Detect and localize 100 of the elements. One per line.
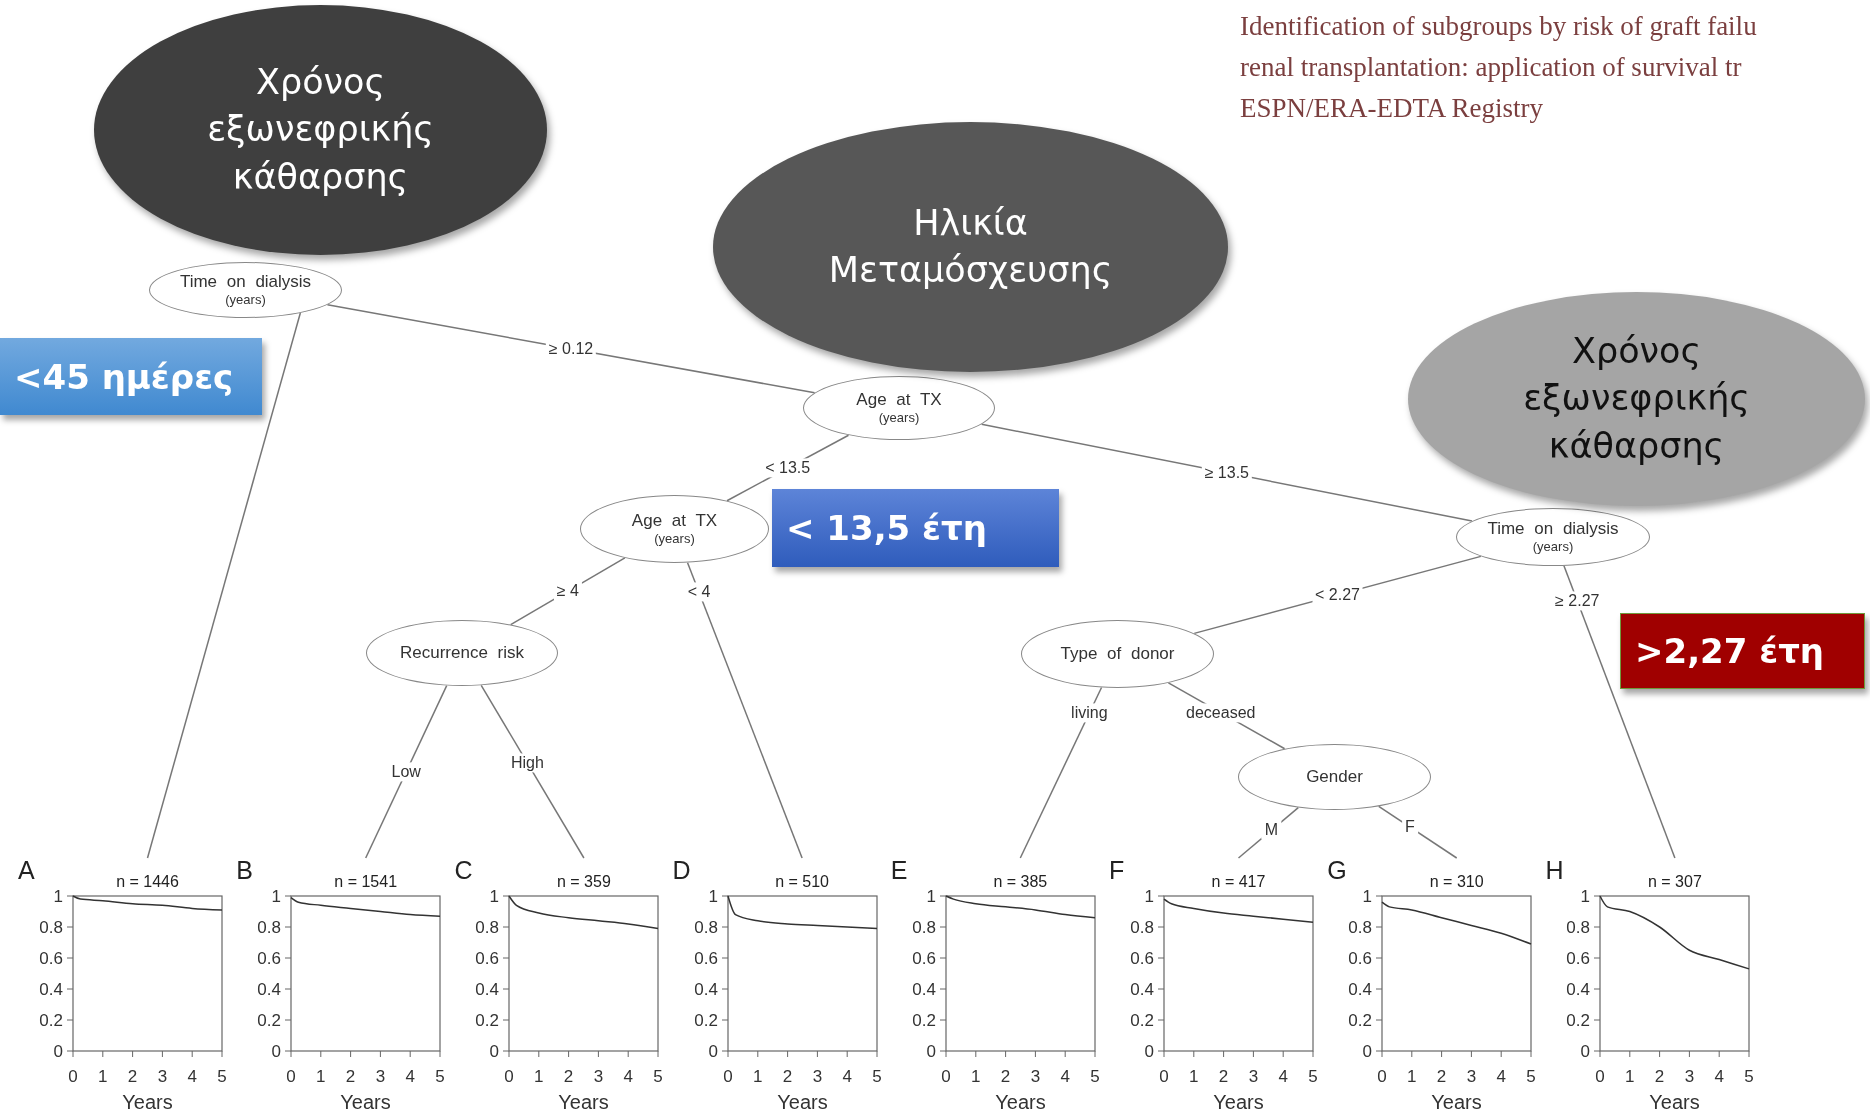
unit-label: (years) bbox=[225, 291, 266, 308]
tree-branch-line bbox=[980, 423, 1473, 522]
tick-label: 2 bbox=[564, 1067, 574, 1086]
tick-label: 1 bbox=[1407, 1067, 1417, 1086]
tick-label: 0.8 bbox=[912, 918, 936, 937]
callout-text: Χρόνος εξωνεφρικής κάθαρσης bbox=[1522, 330, 1751, 468]
tick-label: 3 bbox=[157, 1067, 168, 1086]
sample-size-label: n = 359 bbox=[557, 872, 611, 892]
tick-label: 4 bbox=[1496, 1067, 1507, 1086]
tick-label: 0.6 bbox=[912, 949, 936, 968]
callout-text: >2,27 έτη bbox=[1635, 631, 1825, 671]
tick-label: 1 bbox=[752, 1067, 763, 1086]
sample-size-label: n = 310 bbox=[1429, 872, 1484, 892]
variable-label: Gender bbox=[1306, 767, 1363, 787]
variable-label: Type of donor bbox=[1060, 644, 1175, 664]
tick-label: 0.4 bbox=[1130, 980, 1154, 999]
callout-text: <45 ημέρες bbox=[14, 356, 234, 397]
tick-label: 0.4 bbox=[1348, 980, 1373, 999]
tick-label: 5 bbox=[1090, 1067, 1100, 1086]
tick-label: 1 bbox=[316, 1067, 326, 1086]
tick-label: 0.8 bbox=[257, 918, 282, 937]
panel-letter: E bbox=[890, 858, 908, 883]
tree-branch-line bbox=[1019, 686, 1103, 859]
tick-label: 5 bbox=[1308, 1067, 1318, 1086]
tick-label: 0.4 bbox=[475, 980, 500, 999]
tick-label: 0 bbox=[1377, 1067, 1387, 1086]
tick-label: 1 bbox=[708, 887, 718, 906]
tick-label: 0.8 bbox=[693, 918, 718, 937]
tick-label: 0.6 bbox=[257, 949, 282, 968]
tick-label: 1 bbox=[970, 1067, 981, 1086]
variable-label: Recurrence risk bbox=[399, 643, 524, 663]
axis-title: Years bbox=[995, 1091, 1046, 1113]
tick-label: 0.6 bbox=[475, 949, 500, 968]
tick-label: 4 bbox=[1714, 1067, 1725, 1086]
tick-label: 1 bbox=[53, 887, 63, 906]
tick-label: 0.8 bbox=[1130, 918, 1154, 937]
tick-label: 0 bbox=[722, 1067, 733, 1086]
tick-label: 3 bbox=[812, 1067, 822, 1086]
unit-label: (years) bbox=[878, 409, 920, 426]
panel-letter: F bbox=[1109, 858, 1125, 883]
tick-label: 0 bbox=[708, 1042, 718, 1061]
axis-title: Years bbox=[1649, 1091, 1701, 1113]
tick-label: 3 bbox=[1685, 1067, 1695, 1086]
tick-label: 1 bbox=[489, 887, 500, 906]
tick-label: 4 bbox=[623, 1067, 634, 1086]
tick-label: 0.6 bbox=[693, 949, 718, 968]
axis-title: Years bbox=[122, 1091, 173, 1113]
variable-label: Time on dialysis bbox=[179, 272, 312, 292]
sample-size-label: n = 1446 bbox=[116, 872, 179, 892]
tick-label: 1 bbox=[534, 1067, 544, 1086]
tick-label: 0.6 bbox=[1348, 949, 1373, 968]
tick-label: 0.4 bbox=[1566, 980, 1591, 999]
tick-label: 0 bbox=[504, 1067, 515, 1086]
tick-label: 1 bbox=[926, 887, 936, 906]
tick-label: 3 bbox=[1248, 1067, 1259, 1086]
axis-title: Years bbox=[340, 1091, 391, 1113]
tick-label: 1 bbox=[1189, 1067, 1199, 1086]
tick-label: 0 bbox=[68, 1067, 78, 1086]
edge-label: ≥ 4 bbox=[553, 581, 582, 601]
tick-label: 0.4 bbox=[912, 980, 936, 999]
tick-label: 0 bbox=[926, 1042, 936, 1061]
tick-label: 0.4 bbox=[693, 980, 718, 999]
tick-label: 0 bbox=[1159, 1067, 1169, 1086]
tick-label: 5 bbox=[1744, 1067, 1755, 1086]
tick-label: 3 bbox=[1030, 1067, 1040, 1086]
tick-label: 0.2 bbox=[912, 1011, 936, 1030]
panel-letter: G bbox=[1327, 858, 1347, 883]
tick-label: 5 bbox=[435, 1067, 445, 1086]
sample-size-label: n = 417 bbox=[1211, 872, 1266, 892]
panel-letter: D bbox=[672, 858, 691, 883]
sample-size-label: n = 307 bbox=[1648, 872, 1702, 892]
tick-label: 0.8 bbox=[475, 918, 500, 937]
tree-branch-line bbox=[146, 312, 302, 859]
tick-label: 1 bbox=[1362, 887, 1373, 906]
tick-label: 0 bbox=[53, 1042, 63, 1061]
panel-letter: A bbox=[18, 858, 35, 883]
tick-label: 0 bbox=[941, 1067, 951, 1086]
tick-label: 2 bbox=[1000, 1067, 1011, 1086]
tick-label: 4 bbox=[405, 1067, 416, 1086]
tick-label: 3 bbox=[594, 1067, 604, 1086]
variable-label: Age at TX bbox=[856, 390, 942, 410]
callout-box bbox=[1620, 613, 1865, 689]
tick-label: 5 bbox=[217, 1067, 227, 1086]
tick-label: 2 bbox=[1218, 1067, 1229, 1086]
tick-label: 0.8 bbox=[1566, 918, 1591, 937]
tick-label: 1 bbox=[271, 887, 282, 906]
axis-title: Years bbox=[558, 1091, 610, 1113]
tick-label: 2 bbox=[346, 1067, 356, 1086]
tree-branch-line bbox=[364, 684, 448, 859]
tick-label: 2 bbox=[782, 1067, 792, 1086]
panel-letter: B bbox=[236, 858, 253, 883]
tree-branch-line bbox=[686, 561, 803, 859]
sample-size-label: n = 1541 bbox=[334, 872, 398, 892]
callout-box bbox=[772, 489, 1059, 567]
decision-ellipse bbox=[580, 495, 769, 563]
tick-label: 0.6 bbox=[39, 949, 63, 968]
variable-label: Age at TX bbox=[631, 511, 718, 531]
tick-label: 0 bbox=[286, 1067, 296, 1086]
tick-label: 5 bbox=[871, 1067, 882, 1086]
tick-label: 1 bbox=[1580, 887, 1591, 906]
